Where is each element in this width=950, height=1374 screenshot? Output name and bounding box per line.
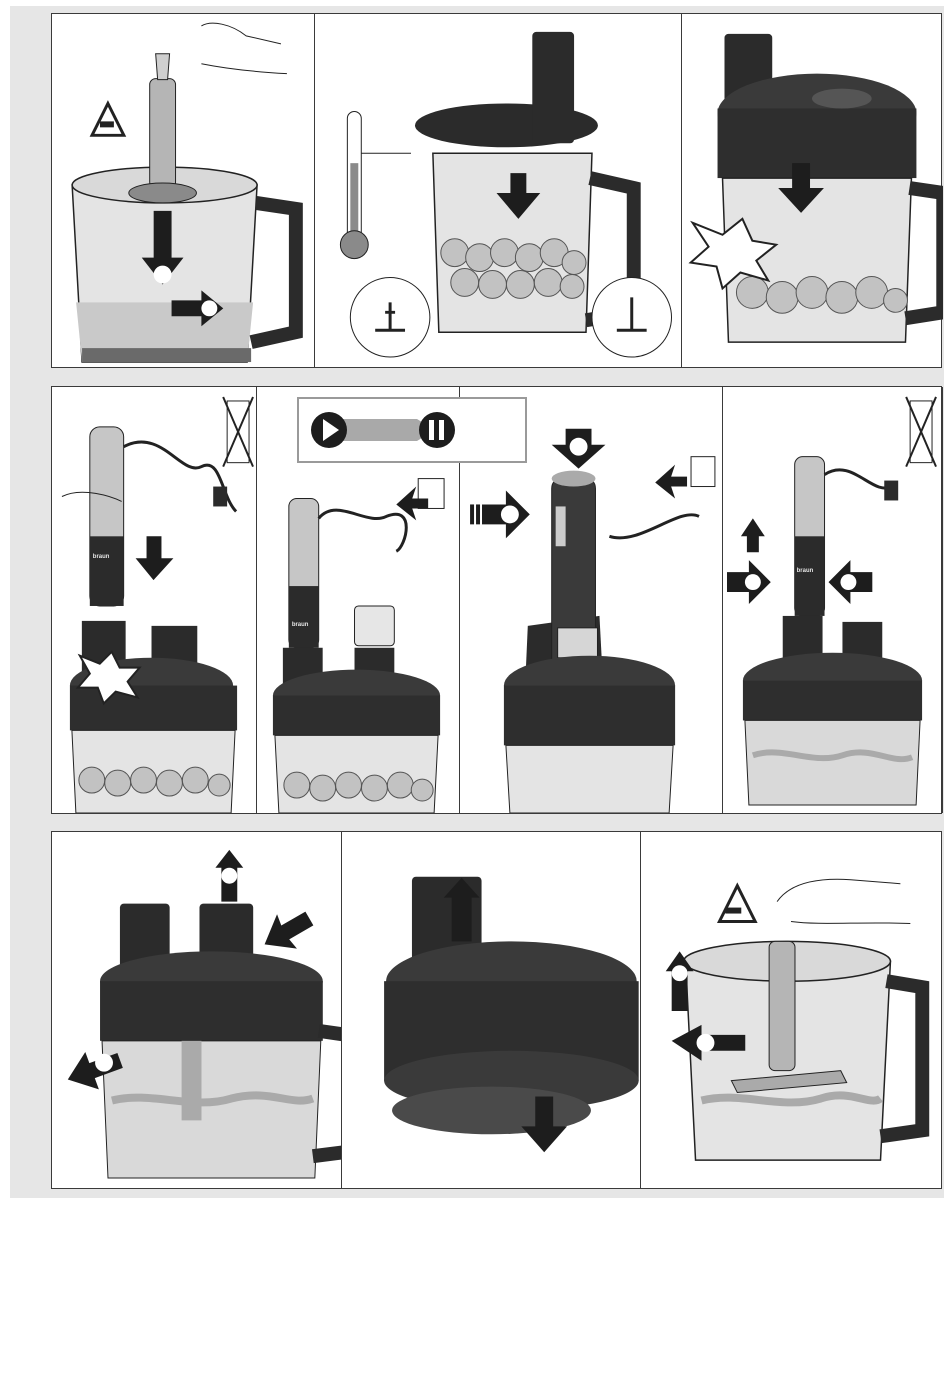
power-plug-icon xyxy=(884,481,898,501)
step-attach-motor: braun xyxy=(52,387,257,813)
step-remove-motor xyxy=(52,832,342,1188)
brand-mark: braun xyxy=(292,622,309,628)
step-fill-and-lid xyxy=(315,14,682,367)
row-2: braun xyxy=(51,386,942,814)
step-release: braun xyxy=(723,387,943,813)
brand-mark: braun xyxy=(797,568,814,574)
play-icon xyxy=(311,412,347,448)
arrow-icon xyxy=(136,536,174,580)
no-dishwasher-icon xyxy=(906,397,936,467)
step-insert-blade xyxy=(52,14,315,367)
no-dishwasher-icon xyxy=(223,397,253,467)
instruction-sheet: braun xyxy=(10,6,944,1198)
brand-mark: braun xyxy=(93,554,110,560)
power-plug-icon xyxy=(691,457,715,487)
thermometer-icon xyxy=(340,111,411,258)
hand-illustration xyxy=(777,879,910,923)
cut-warning-icon xyxy=(719,886,755,922)
step-remove-blade xyxy=(641,832,943,1188)
row-1 xyxy=(51,13,942,368)
cut-warning-icon xyxy=(92,103,124,135)
step-remove-lid xyxy=(342,832,641,1188)
pause-icon xyxy=(419,412,455,448)
hand-illustration xyxy=(201,23,287,73)
power-plug-icon xyxy=(213,487,227,507)
step-attach-lid xyxy=(682,14,943,367)
play-pause-strip xyxy=(297,397,527,463)
row-3 xyxy=(51,831,942,1189)
